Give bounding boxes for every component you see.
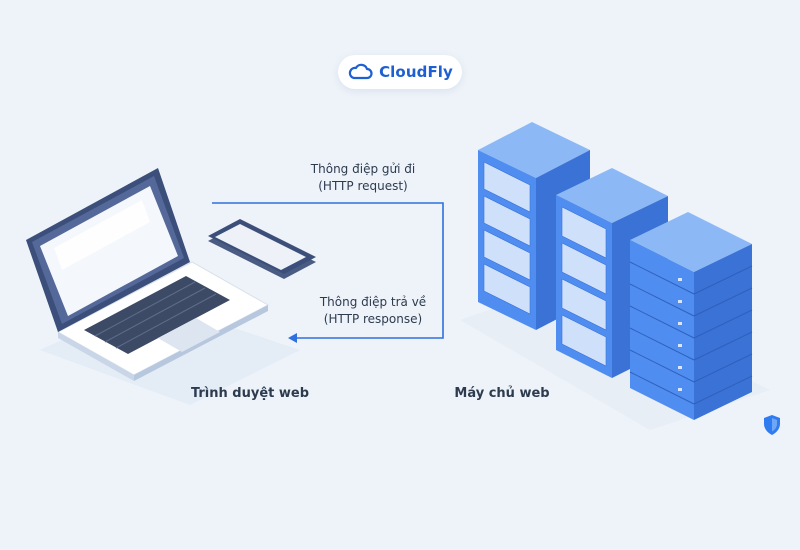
response-label-line2: (HTTP response): [323, 312, 423, 326]
server-rack-front: [629, 212, 753, 420]
request-arrow: [212, 202, 444, 300]
shield-icon: [764, 415, 780, 435]
cloudfly-logo: CloudFly: [338, 55, 462, 89]
request-label-line1: Thông điệp gửi đi: [310, 162, 416, 176]
request-label-line2: (HTTP request): [318, 179, 408, 193]
response-arrow: [288, 300, 444, 343]
request-label: Thông điệp gửi đi (HTTP request): [268, 161, 458, 195]
response-label-line1: Thông điệp trả về: [319, 295, 427, 309]
phone-illustration: [208, 219, 316, 279]
brand-name: CloudFly: [379, 63, 453, 81]
laptop-illustration: [26, 168, 270, 381]
response-label: Thông điệp trả về (HTTP response): [298, 294, 448, 328]
web-server-caption: Máy chủ web: [454, 386, 550, 401]
cloud-icon: [348, 63, 373, 80]
web-browser-caption: Trình duyệt web: [190, 386, 310, 401]
